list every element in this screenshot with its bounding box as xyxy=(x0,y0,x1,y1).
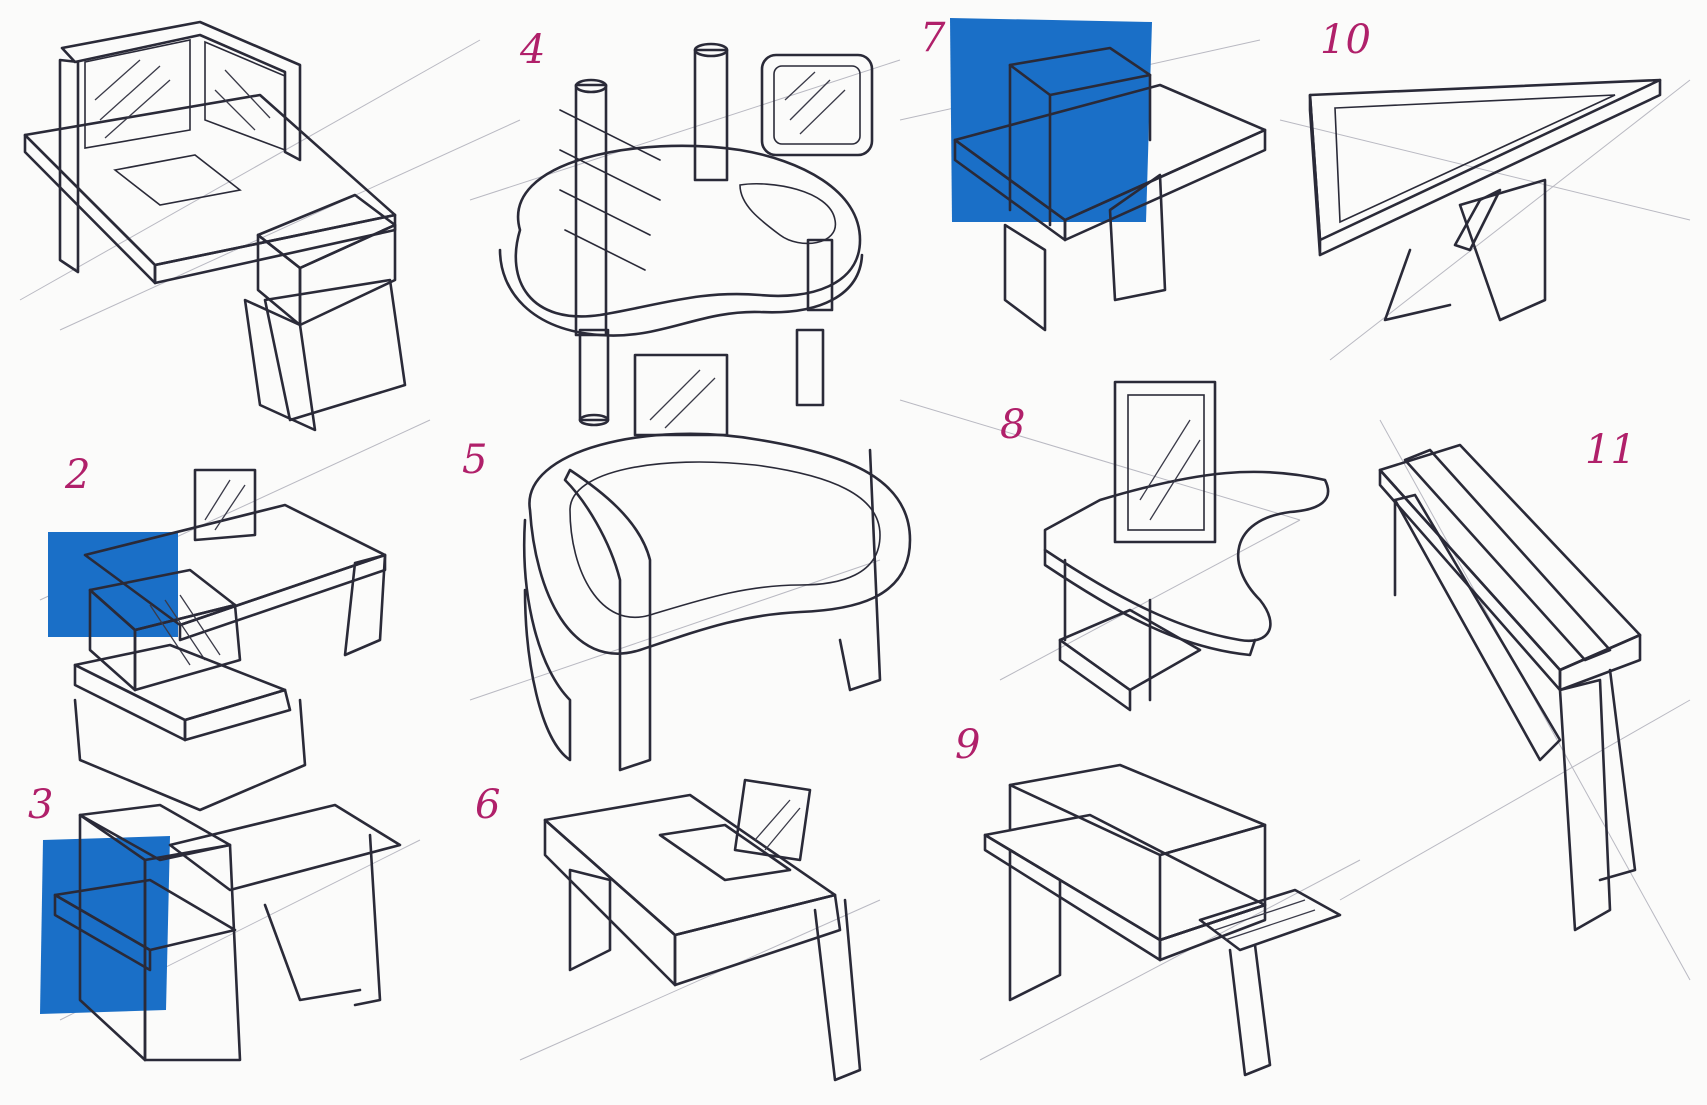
sketch-8-scalloped-desk xyxy=(1043,380,1330,712)
sketch-4-kidney-table xyxy=(498,42,874,427)
sketch-3-box-shelf-desk xyxy=(53,803,402,1062)
sketch-number-8: 8 xyxy=(1000,402,1026,448)
sketch-number-7: 7 xyxy=(920,15,946,61)
sketch-7-bridge-desk xyxy=(953,46,1267,332)
sketch-number-3: 3 xyxy=(28,782,54,828)
sketch-6-angular-desk xyxy=(543,778,862,1082)
sketch-number-9: 9 xyxy=(955,722,981,768)
sketch-number-5: 5 xyxy=(462,437,488,483)
sketch-number-2: 2 xyxy=(65,452,91,498)
sketch-2-desk-with-drawer-unit xyxy=(73,468,387,812)
sketch-number-10: 10 xyxy=(1320,17,1371,63)
sketch-9-stepped-desk xyxy=(983,763,1342,1077)
sketch-number-6: 6 xyxy=(475,782,501,828)
construction-guides xyxy=(19,39,1691,1061)
sketch-number-4: 4 xyxy=(520,27,546,73)
sketch-1-desk-with-glass-panels xyxy=(23,20,407,432)
sketch-11-angled-console xyxy=(1378,443,1642,932)
sketch-10-triangular-table xyxy=(1308,78,1662,322)
sketch-number-11: 11 xyxy=(1585,427,1636,473)
sketch-5-curved-desk xyxy=(523,353,912,772)
